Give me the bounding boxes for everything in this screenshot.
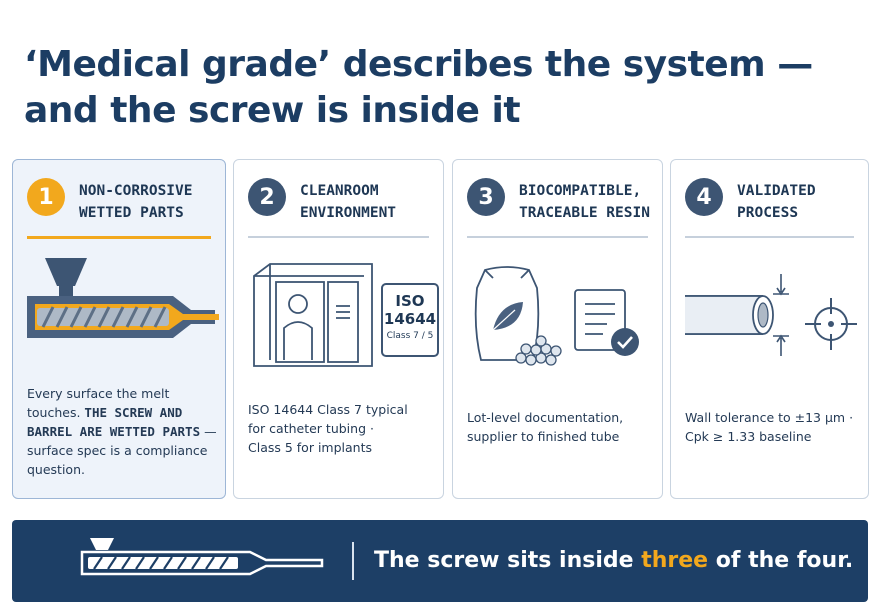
card-heading: NON-CORROSIVE WETTED PARTS	[79, 180, 193, 224]
page-title: ‘Medical grade’ describes the system — a…	[24, 42, 813, 134]
body-line: Lot-level documentation,	[467, 410, 624, 425]
card-heading: BIOCOMPATIBLE, TRACEABLE RESIN	[519, 180, 650, 224]
heading-line: TRACEABLE RESIN	[519, 205, 650, 221]
body-line: Wall tolerance to ±13 µm ·	[685, 410, 854, 425]
step-number-1: 1	[27, 178, 65, 216]
heading-line: BIOCOMPATIBLE,	[519, 183, 642, 199]
badge-line: ISO	[395, 292, 425, 310]
banner-divider	[352, 542, 354, 580]
badge-line: 14644	[383, 310, 437, 328]
divider	[685, 236, 854, 238]
divider	[248, 236, 429, 238]
heading-line: CLEANROOM	[300, 183, 379, 199]
card-wetted-parts: 1 NON-CORROSIVE WETTED PARTS Every surfa…	[12, 159, 226, 499]
card-resin: 3 BIOCOMPATIBLE, TRACEABLE RESIN	[452, 159, 663, 499]
card-validated: 4 VALIDATED PROCESS Wall tolerance to ±1…	[670, 159, 869, 499]
card-heading: CLEANROOM ENVIRONMENT	[300, 180, 396, 224]
step-number-4: 4	[685, 178, 723, 216]
body-emphasis: THE SCREW AND	[84, 405, 183, 420]
summary-banner: The screw sits inside three of the four.	[12, 520, 868, 602]
card-body: Wall tolerance to ±13 µm · Cpk ≥ 1.33 ba…	[685, 408, 858, 446]
body-line: Cpk ≥ 1.33 baseline	[685, 429, 812, 444]
card-body: Every surface the melt touches. THE SCRE…	[27, 384, 217, 479]
heading-line: PROCESS	[737, 205, 799, 221]
badge-line: Class 7 / 5	[386, 331, 434, 341]
card-body: Lot-level documentation, supplier to fin…	[467, 408, 652, 446]
card-cleanroom: 2 CLEANROOM ENVIRONMENT ISO 14644 Class …	[233, 159, 444, 499]
banner-highlight: three	[641, 548, 709, 573]
banner-text: of the four.	[708, 548, 854, 573]
body-line: Class 5 for implants	[248, 440, 372, 455]
heading-line: VALIDATED	[737, 183, 816, 199]
cleanroom-icon	[244, 248, 444, 382]
divider	[467, 236, 648, 238]
step-number-2: 2	[248, 178, 286, 216]
body-line: BARREL ARE WETTED PARTS —	[27, 422, 217, 441]
card-body: ISO 14644 Class 7 typical for catheter t…	[248, 400, 433, 457]
resin-bag-icon	[463, 248, 663, 382]
banner-text: The screw sits inside	[374, 548, 642, 573]
banner-message: The screw sits inside three of the four.	[374, 542, 853, 580]
heading-line: NON-CORROSIVE	[79, 183, 193, 199]
extruder-screw-icon	[80, 534, 330, 594]
step-number-3: 3	[467, 178, 505, 216]
body-line: surface spec is a compliance	[27, 443, 208, 458]
body-emphasis: BARREL ARE WETTED PARTS	[27, 424, 201, 439]
document-check-icon	[571, 286, 651, 370]
body-line: for catheter tubing ·	[248, 421, 374, 436]
body-line: supplier to finished tube	[467, 429, 620, 444]
heading-line: WETTED PARTS	[79, 205, 184, 221]
title-line-2: and the screw is inside it	[24, 90, 521, 131]
body-text: touches.	[27, 405, 85, 420]
body-line: ISO 14644 Class 7 typical	[248, 402, 408, 417]
iso-badge	[381, 283, 439, 357]
crosshair-icon	[803, 296, 859, 356]
card-heading: VALIDATED PROCESS	[737, 180, 816, 224]
body-line: question.	[27, 462, 85, 477]
title-line-1: ‘Medical grade’ describes the system —	[24, 44, 813, 85]
iso-badge-text: ISO 14644 Class 7 / 5	[382, 292, 438, 344]
body-line: Every surface the melt	[27, 386, 170, 401]
tube-icon	[683, 272, 803, 376]
heading-line: ENVIRONMENT	[300, 205, 397, 221]
body-line: touches. THE SCREW AND	[27, 403, 215, 422]
body-text: —	[200, 424, 217, 439]
divider	[27, 236, 211, 239]
extruder-screw-icon	[23, 248, 223, 372]
